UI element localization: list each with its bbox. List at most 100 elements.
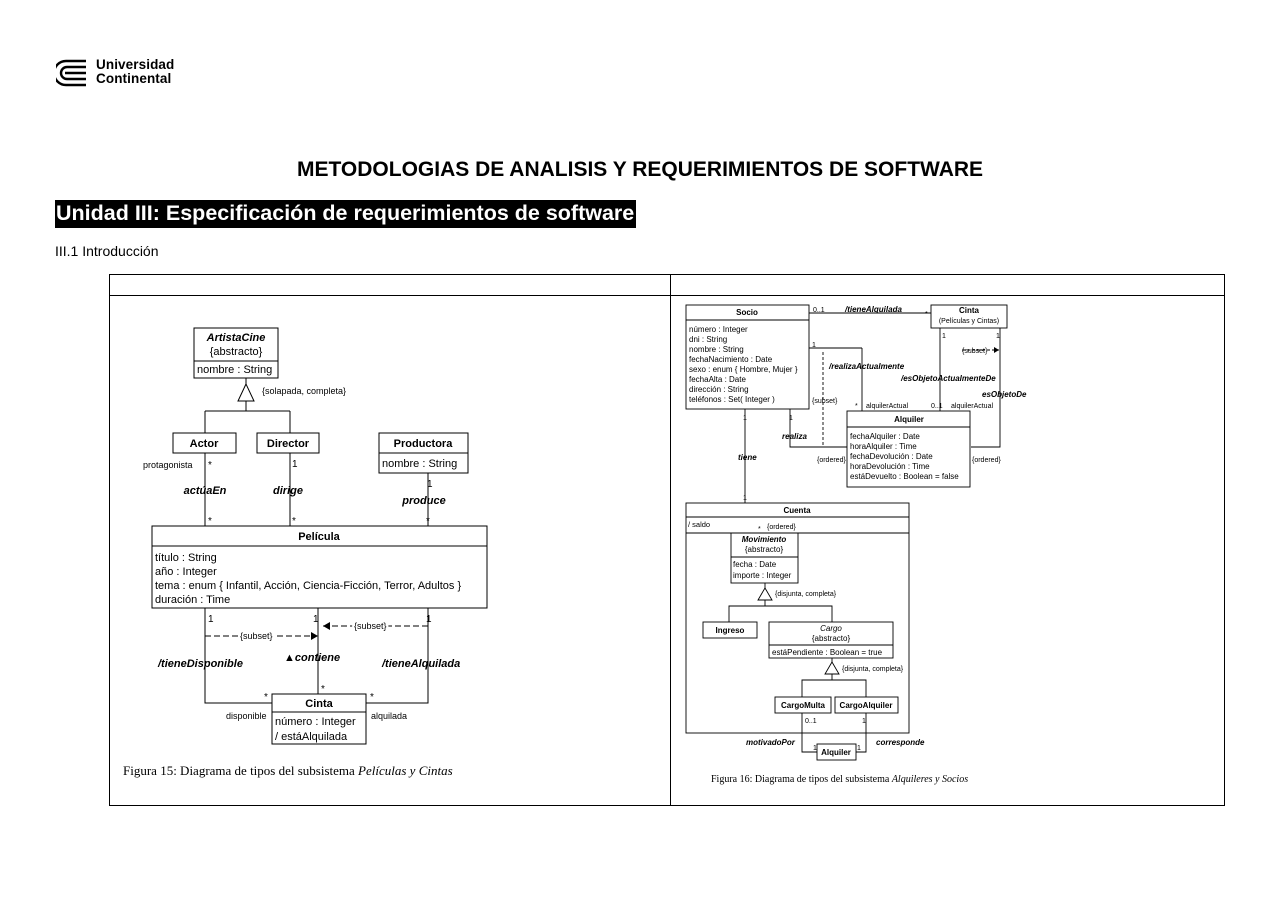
alquiler-attr: fechaAlquiler : Date xyxy=(850,432,920,441)
ingreso-class xyxy=(702,621,758,639)
page-title: METODOLOGIAS DE ANALISIS Y REQUERIMIENTO… xyxy=(296,158,984,181)
socio-attr: nombre : String xyxy=(689,345,744,354)
mult-tienedisponible-top: 1 xyxy=(208,614,214,625)
mult-tienealquilada-top: 1 xyxy=(426,614,432,625)
cargo-class xyxy=(768,621,894,659)
mult-socio-realiza: 1 xyxy=(789,415,793,422)
mult-alquiler-right: 0..1 xyxy=(931,403,943,410)
university-logo: Universidad Continental xyxy=(56,58,196,90)
cargomulta-class xyxy=(774,696,832,714)
figures-table xyxy=(109,274,1225,806)
movimiento-stereotype: {abstracto} xyxy=(745,545,784,554)
assoc-produce: produce xyxy=(401,495,445,507)
ordered-label-2: {ordered} xyxy=(972,457,1001,464)
logo-line-1: Universidad xyxy=(96,57,175,72)
subset-label-bg: {subset} xyxy=(354,621,387,631)
assoc-contiene: ▲contiene xyxy=(284,652,340,664)
caption-italic: Alquileres y Socios xyxy=(891,774,968,785)
caption-italic: Películas y Cintas xyxy=(357,763,453,778)
artistacine-attr: nombre : String xyxy=(197,364,272,376)
artistacine-name: ArtistaCine xyxy=(206,332,266,344)
mult-cinta-right: * xyxy=(370,692,374,703)
mult-movimiento: * xyxy=(758,526,761,533)
socio-attr: fechaAlta : Date xyxy=(689,375,746,384)
mult-alquiler-left: * xyxy=(855,403,858,410)
cinta-attr: / estáAlquilada xyxy=(275,731,348,743)
ingreso-name: Ingreso xyxy=(716,626,745,635)
role-protagonista: protagonista xyxy=(143,460,193,470)
assoc-dirige: dirige xyxy=(273,485,303,497)
role-disponible: disponible xyxy=(226,711,267,721)
mult-alquiler-ref-left: 1 xyxy=(813,745,817,752)
mult-cinta-2: 1 xyxy=(996,333,1000,340)
mult-cargomulta: 0..1 xyxy=(805,718,817,725)
generalization-label-2: {disjunta, completa} xyxy=(842,666,904,673)
assoc-tienealquilada: /tieneAlquilada xyxy=(844,305,902,314)
artistacine-class xyxy=(193,327,279,379)
socio-attr: fechaNacimiento : Date xyxy=(689,355,773,364)
cinta-name: Cinta xyxy=(959,306,980,315)
unit-title: Unidad III: Especificación de requerimie… xyxy=(55,200,637,228)
cinta-attr: número : Integer xyxy=(275,716,356,728)
socio-attr: número : Integer xyxy=(689,325,748,334)
cinta-name: Cinta xyxy=(305,698,333,710)
mult-socio-cinta: 0..1 xyxy=(813,307,825,314)
cinta-subtitle: (Películas y Cintas) xyxy=(939,318,999,325)
logo-text: Universidad Continental xyxy=(96,58,174,86)
alquiler-ref-name: Alquiler xyxy=(821,748,851,757)
mult-cinta-top: * xyxy=(321,684,325,695)
mult-director-bottom: * xyxy=(292,516,296,527)
cargo-attr: estáPendiente : Boolean = true xyxy=(772,648,883,657)
alquiler-ref-class xyxy=(816,743,857,761)
generalization-label: {solapada, completa} xyxy=(262,386,346,396)
caption-prefix: Figura 15: Diagrama de tipos del subsist… xyxy=(123,763,358,778)
section-heading: III.1 Introducción xyxy=(55,243,159,259)
figure-16-diagram: Socio número : Integer dni : String nomb… xyxy=(685,304,1027,785)
cinta-class xyxy=(930,304,1008,329)
pelicula-attr: año : Integer xyxy=(155,566,217,578)
role-alquilada: alquilada xyxy=(371,711,407,721)
mult-socio-cuenta-top: 1 xyxy=(743,415,747,422)
table-column-divider xyxy=(670,275,671,805)
mult-productora-top: 1 xyxy=(427,479,433,490)
assoc-tienealquilada: /tieneAlquilada xyxy=(381,658,460,670)
socio-name: Socio xyxy=(736,308,758,317)
socio-attr: teléfonos : Set( Integer ) xyxy=(689,395,775,404)
cuenta-name: Cuenta xyxy=(783,506,811,515)
mult-socio-alquiler: 1 xyxy=(812,342,816,349)
actor-name: Actor xyxy=(190,438,219,450)
mult-productora-bottom: * xyxy=(426,516,430,527)
mult-cinta-1: 1 xyxy=(942,333,946,340)
mult-cinta-left: * xyxy=(264,692,268,703)
ordered-label-1: {ordered} xyxy=(817,457,846,464)
mult-actor-bottom: * xyxy=(208,516,212,527)
productora-name: Productora xyxy=(394,438,454,450)
assoc-esobjetode: esObjetoDe xyxy=(982,390,1027,399)
alquiler-class xyxy=(846,410,971,488)
logo-mark-icon xyxy=(56,59,86,87)
logo-line-2: Continental xyxy=(96,71,172,86)
subset-label-bg: {subset} xyxy=(240,631,273,641)
pelicula-attr: duración : Time xyxy=(155,594,230,606)
mult-cargoalquiler: 1 xyxy=(862,718,866,725)
subset-label-2: {subset} xyxy=(812,398,838,405)
figure-16-caption: Figura 16: Diagrama de tipos del subsist… xyxy=(711,774,968,785)
socio-attr: dni : String xyxy=(689,335,727,344)
mult-director-top: 1 xyxy=(292,459,298,470)
socio-attr: sexo : enum { Hombre, Mujer } xyxy=(689,365,798,374)
subset-label-right: {subset} xyxy=(354,621,387,631)
figure-15-diagram: ArtistaCine {abstracto} nombre : String … xyxy=(123,327,488,778)
role-alquileractual-2: alquilerActual xyxy=(951,403,993,410)
role-alquileractual-1: alquilerActual xyxy=(866,403,908,410)
figure-15-caption: Figura 15: Diagrama de tipos del subsist… xyxy=(123,763,453,778)
assoc-realizaactualmente: /realizaActualmente xyxy=(828,362,905,371)
mult-alquiler-ref-right: 1 xyxy=(857,745,861,752)
movimiento-attr: fecha : Date xyxy=(733,560,777,569)
director-class xyxy=(256,432,320,454)
assoc-corresponde: corresponde xyxy=(876,738,925,747)
generalization-label-1: {disjunta, completa} xyxy=(775,591,837,598)
assoc-tienedisponible: /tieneDisponible xyxy=(157,658,243,670)
mult-contiene-top: 1 xyxy=(313,614,319,625)
alquiler-attr: fechaDevolución : Date xyxy=(850,452,933,461)
alquiler-attr: horaDevolución : Time xyxy=(850,462,930,471)
